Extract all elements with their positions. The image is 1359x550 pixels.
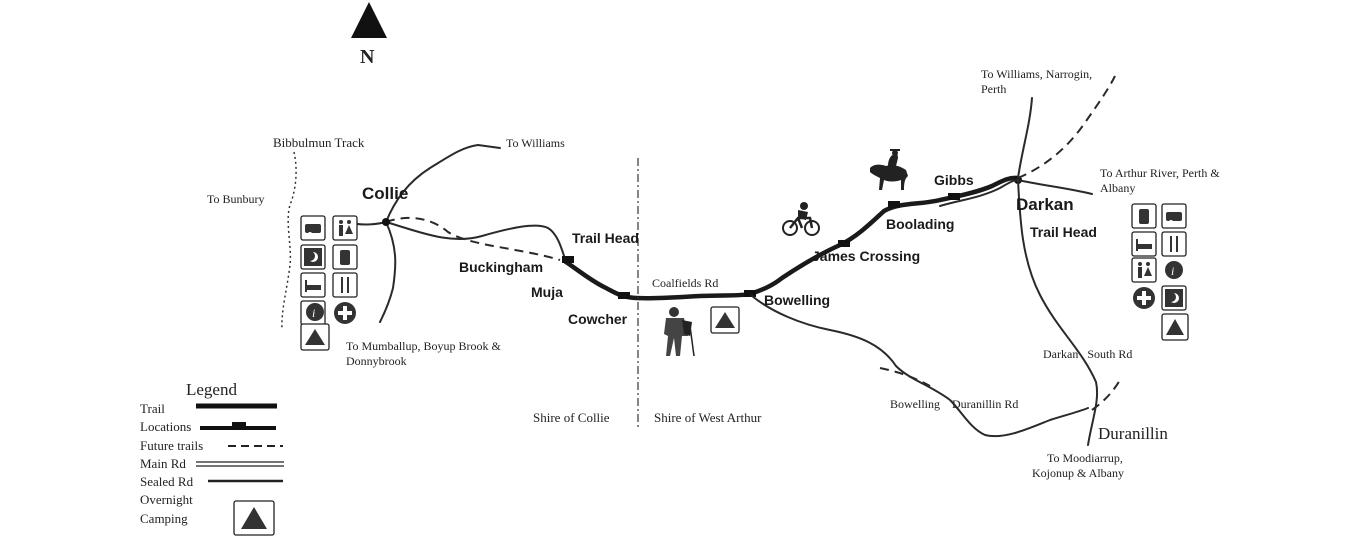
town-label-darkan: Darkan	[1016, 195, 1074, 214]
location-label-boolading: Boolading	[886, 216, 954, 232]
food-icon	[1161, 231, 1187, 257]
parallel-trail-east	[939, 179, 1019, 207]
road-label-to-moodiarrup-2: Kojonup & Albany	[1032, 466, 1124, 480]
toilets-icon	[1131, 257, 1157, 283]
camping-icon	[233, 500, 275, 536]
darkan-services: i	[1131, 203, 1189, 341]
svg-text:i: i	[1171, 264, 1174, 278]
road-label-to-bunbury: To Bunbury	[207, 192, 265, 206]
future-trail-duranillin	[1091, 379, 1121, 411]
info-icon: i	[300, 300, 326, 326]
road-to-mumballup	[379, 221, 397, 323]
road-to-narrogin	[1017, 97, 1033, 179]
accommodation-icon	[300, 272, 326, 298]
location-marker	[838, 240, 850, 247]
legend-item-overnight: Overnight	[140, 492, 193, 507]
location-label-trail-head-east: Trail Head	[1030, 224, 1097, 240]
road-to-arthur-river	[1017, 179, 1093, 195]
town-label-collie: Collie	[362, 184, 408, 203]
location-label-james-crossing: James Crossing	[812, 248, 920, 264]
caravan-icon	[1161, 203, 1187, 229]
road-label-to-arthur-2: Albany	[1100, 181, 1135, 195]
camping-icon	[1161, 313, 1189, 341]
future-trail-north	[1017, 75, 1116, 179]
road-label-to-williams: To Williams	[506, 136, 565, 150]
road-collie-to-trailhead	[385, 221, 567, 263]
legend-location-marker	[232, 422, 246, 430]
drinking-water-icon	[1131, 203, 1157, 229]
camping-icon	[300, 323, 330, 351]
location-label-gibbs: Gibbs	[934, 172, 974, 188]
road-label-to-narrogin: To Williams, Narrogin,	[981, 67, 1092, 81]
caravan-icon	[300, 215, 326, 241]
location-label-buckingham: Buckingham	[459, 259, 543, 275]
svg-text:i: i	[312, 306, 315, 320]
north-label: N	[360, 46, 375, 68]
road-label-to-mumballup: To Mumballup, Boyup Brook &	[346, 339, 501, 353]
road-label-bowelling-duranillin: Bowelling Duranillin Rd	[890, 397, 1018, 411]
cyclist-icon	[782, 202, 820, 236]
info-icon: i	[1165, 261, 1183, 279]
food-icon	[332, 272, 358, 298]
legend-item-main-rd: Main Rd	[140, 456, 186, 471]
road-label-to-arthur: To Arthur River, Perth &	[1100, 166, 1220, 180]
location-marker	[562, 256, 574, 263]
legend-item-sealed-rd: Sealed Rd	[140, 474, 194, 489]
road-darkan-south	[1017, 179, 1099, 446]
drinking-water-icon	[332, 244, 358, 270]
location-label-muja: Muja	[531, 284, 563, 300]
road-label-coalfields: Coalfields Rd	[652, 276, 718, 290]
future-trail-bowelling	[879, 367, 931, 387]
collie-services: i	[300, 215, 358, 351]
first-aid-icon	[334, 302, 356, 324]
road-label-to-narrogin-2: Perth	[981, 82, 1006, 96]
horse-rider-icon	[870, 149, 908, 190]
shire-label-collie: Shire of Collie	[533, 410, 610, 425]
first-aid-icon	[1133, 287, 1155, 309]
legend-item-camping: Camping	[140, 511, 188, 526]
location-label-trail-head-west: Trail Head	[572, 230, 639, 246]
hiker-icon	[664, 307, 695, 357]
toilets-icon	[332, 215, 358, 241]
location-label-bowelling: Bowelling	[764, 292, 830, 308]
legend-title: Legend	[186, 380, 237, 399]
road-to-williams-west	[385, 144, 501, 223]
shire-label-west-arthur: Shire of West Arthur	[654, 410, 762, 425]
legend-item-trail: Trail	[140, 401, 165, 416]
location-marker	[948, 193, 960, 200]
bibbulmun-track-line	[281, 151, 297, 331]
road-label-to-moodiarrup: To Moodiarrup,	[1047, 451, 1123, 465]
road-label-darkan-south: Darkan South Rd	[1043, 347, 1132, 361]
road-label-to-mumballup-2: Donnybrook	[346, 354, 407, 368]
road-bowelling-duranillin	[751, 295, 1089, 438]
location-marker	[618, 292, 630, 299]
camping-icon	[710, 306, 740, 334]
accommodation-icon	[1131, 231, 1157, 257]
town-label-duranillin: Duranillin	[1098, 424, 1168, 443]
future-trail-collie	[385, 216, 561, 261]
night-icon	[300, 244, 326, 270]
location-marker	[744, 290, 756, 297]
legend: Legend Trail Locations Future trails Mai…	[140, 380, 284, 536]
location-marker	[888, 201, 900, 208]
north-arrow-icon	[351, 2, 387, 38]
legend-item-future: Future trails	[140, 438, 203, 453]
location-label-cowcher: Cowcher	[568, 311, 628, 327]
legend-item-locations: Locations	[140, 419, 191, 434]
road-label-bibbulmun: Bibbulmun Track	[273, 135, 365, 150]
night-icon	[1161, 285, 1187, 311]
town-dot	[382, 218, 390, 226]
north-arrow: N	[351, 2, 387, 68]
